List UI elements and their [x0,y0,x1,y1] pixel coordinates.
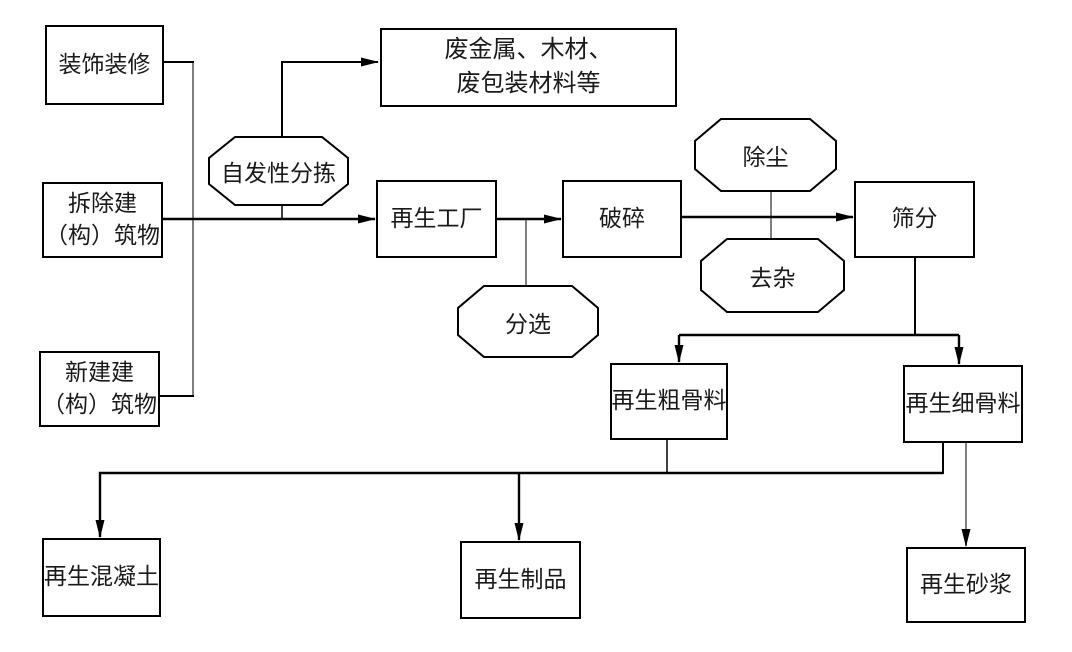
node-dust-removal-label: 除尘 [742,145,789,170]
node-coarse-aggregate: 再生粗骨料 [610,363,728,440]
node-dust-removal: 除尘 [695,119,836,191]
node-spontaneous-sorting: 自发性分拣 [209,137,348,205]
node-screening-label: 筛分 [891,206,938,232]
node-sorting: 分选 [458,286,598,357]
octagon-spontaneous-sorting [208,136,349,206]
octagon-impurity-removal [700,238,845,313]
node-screening: 筛分 [854,181,975,258]
node-recycled-products-label: 再生制品 [474,566,567,592]
node-demolished-structures-line1: 拆除建 [68,190,137,216]
node-fine-aggregate-label: 再生细骨料 [905,390,1021,416]
octagon-sorting [457,285,599,358]
node-demolished-structures-line2: （构）筑物 [45,223,160,248]
node-recycled-mortar-label: 再生砂浆 [920,571,1012,597]
node-sorting-label: 分选 [505,311,551,337]
node-spontaneous-sorting-label: 自发性分拣 [221,161,336,186]
node-decoration-renovation: 装饰装修 [45,25,164,105]
node-decoration-renovation-label: 装饰装修 [58,51,151,77]
node-crushing: 破碎 [562,180,682,258]
node-waste-materials-line2: 废包装材料等 [456,70,601,97]
node-demolished-structures: 拆除建 （构）筑物 [42,182,163,258]
node-recycling-plant: 再生工厂 [376,180,497,258]
connector-lines [95,57,971,547]
node-new-structures-line1: 新建建 [65,359,134,385]
node-fine-aggregate: 再生细骨料 [903,365,1023,443]
node-recycled-concrete-label: 再生混凝土 [44,564,159,590]
node-impurity-removal-label: 去杂 [749,265,796,291]
node-waste-materials: 废金属、木材、 废包装材料等 [380,28,677,107]
node-impurity-removal: 去杂 [701,239,844,312]
node-recycling-plant-label: 再生工厂 [390,205,483,231]
node-coarse-aggregate-label: 再生粗骨料 [611,388,727,414]
node-recycled-products: 再生制品 [460,541,581,619]
octagon-dust-removal [694,118,837,192]
node-waste-materials-line1: 废金属、木材、 [444,36,613,63]
node-new-structures-line2: （构）筑物 [42,392,157,417]
node-recycled-mortar: 再生砂浆 [906,547,1026,623]
node-new-structures: 新建建 （构）筑物 [39,351,160,427]
node-recycled-concrete: 再生混凝土 [42,538,161,617]
node-crushing-label: 破碎 [599,205,645,231]
octagon-outlines [208,118,845,358]
